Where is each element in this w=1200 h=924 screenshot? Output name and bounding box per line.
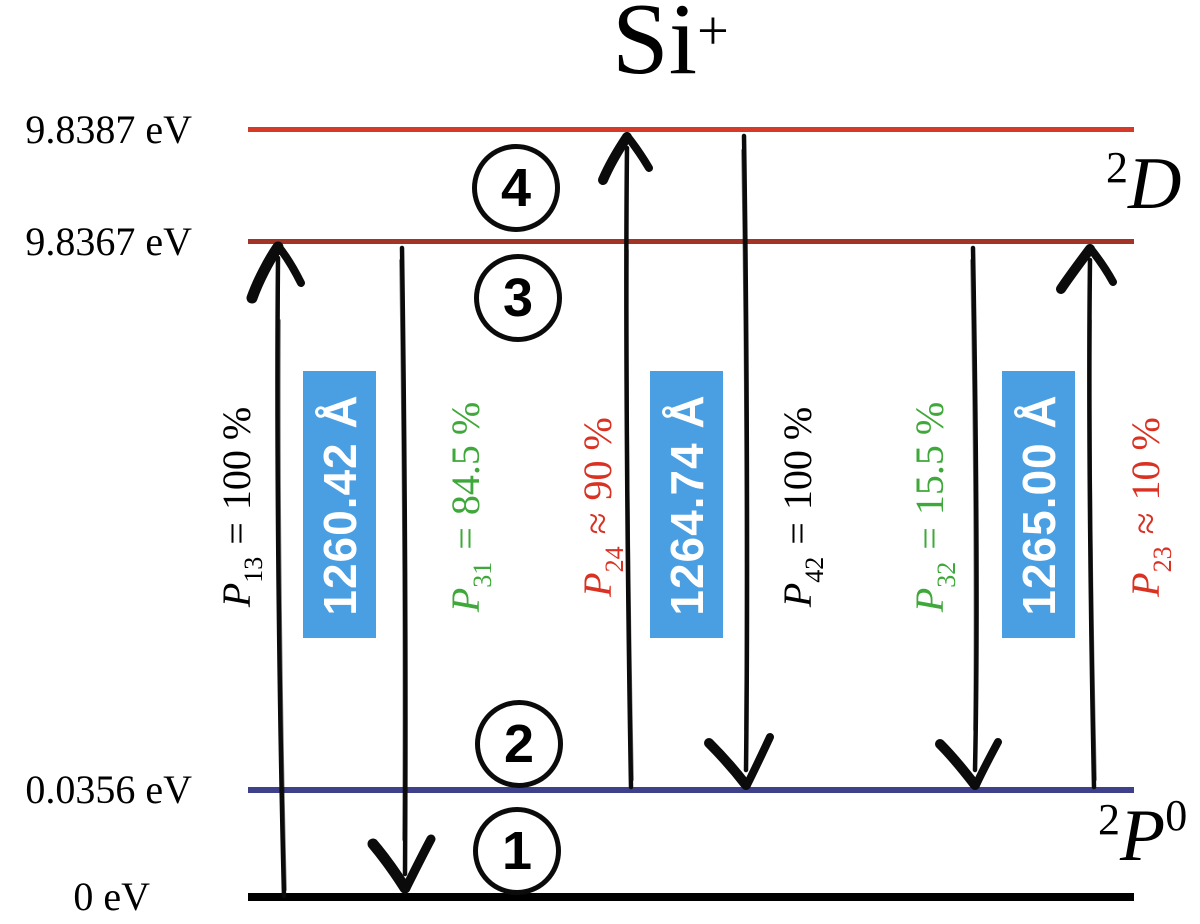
energy-label-level2: 0.0356 eV [25, 767, 192, 812]
term-lower-parity: 0 [1165, 791, 1188, 840]
level-number-circle-3: 3 [474, 254, 562, 342]
arrow-p32-down [935, 245, 1002, 790]
energy-label-level1: 0 eV [73, 874, 150, 919]
arrow-p13-up [246, 241, 305, 899]
energy-label-level3: 9.8367 eV [25, 219, 192, 264]
ion-title: Si+ [612, 0, 729, 96]
term-lower-multiplicity: 2 [1098, 795, 1120, 844]
level3-line [248, 239, 1134, 244]
term-upper-2d: 2D [1106, 142, 1181, 222]
wavelength-label-1260: 1260.42 Å [313, 393, 366, 616]
ion-charge-superscript: + [697, 0, 729, 63]
prob-label-p24: P24≈90 % [575, 417, 629, 597]
wavelength-label-1265: 1265.00 Å [1012, 393, 1065, 616]
arrow-p23-up [1056, 244, 1117, 790]
level-number-4: 4 [500, 158, 532, 218]
level2-line [248, 787, 1134, 793]
term-lower-letter: P [1120, 795, 1166, 877]
level-number-circle-4: 4 [472, 144, 560, 232]
arrow-p24-up [598, 132, 653, 790]
arrow-p31-down [367, 245, 436, 894]
prob-label-p31: P31=84.5 % [443, 401, 497, 613]
prob-label-p32: P32=15.5 % [907, 401, 961, 613]
term-lower-2p0: 2P0 [1098, 791, 1188, 874]
wavelength-box-1260: 1260.42 Å [303, 371, 376, 638]
prob-label-p23: P23≈10 % [1123, 417, 1177, 597]
term-upper-letter: D [1128, 143, 1182, 225]
prob-label-p13: P13=100 % [214, 406, 268, 608]
level4-line [248, 127, 1134, 132]
wavelength-box-1265: 1265.00 Å [1002, 371, 1075, 638]
wavelength-box-1264: 1264.74 Å [650, 371, 723, 638]
energy-label-level4: 9.8387 eV [25, 107, 192, 152]
level-number-circle-1: 1 [473, 807, 561, 895]
level-number-2: 2 [503, 714, 535, 774]
prob-label-p42: P42=100 % [775, 406, 829, 608]
level-number-3: 3 [502, 268, 534, 328]
level-number-circle-2: 2 [475, 700, 563, 788]
level1-line [248, 893, 1134, 901]
ion-symbol: Si [612, 0, 698, 96]
term-upper-multiplicity: 2 [1106, 143, 1128, 192]
wavelength-label-1264: 1264.74 Å [660, 393, 713, 616]
level-number-1: 1 [501, 821, 533, 881]
arrow-p42-down [704, 133, 774, 790]
